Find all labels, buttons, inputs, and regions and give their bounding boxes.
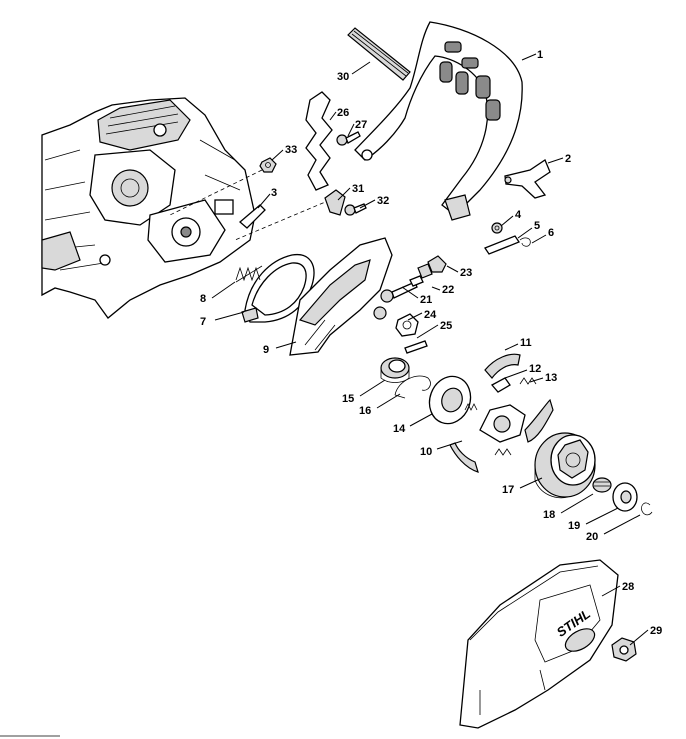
callout-33: 33 — [285, 144, 297, 156]
part-14-disc — [428, 375, 472, 425]
part-26-bracket — [305, 91, 333, 191]
part-9-inner-cover — [289, 237, 393, 356]
callout-6: 6 — [548, 227, 554, 239]
part-29-nut — [611, 637, 637, 662]
part-5-link — [484, 235, 520, 255]
part-22-bolt — [409, 263, 433, 287]
callout-1: 1 — [537, 49, 543, 61]
callout-14: 14 — [393, 423, 406, 435]
part-23-nut — [427, 255, 447, 273]
callout-17: 17 — [502, 484, 514, 496]
part-25-pin — [404, 340, 428, 354]
part-15-brake-drum — [380, 357, 410, 383]
callout-16: 16 — [359, 405, 371, 417]
part-32-screw — [344, 203, 367, 216]
part-31-clip — [324, 189, 346, 216]
part-4-washer — [491, 222, 503, 234]
callout-25: 25 — [440, 320, 452, 332]
part-6-clip — [519, 237, 531, 247]
callout-3: 3 — [271, 187, 277, 199]
part-24-tensioner — [373, 306, 419, 337]
part-18-needle-bearing — [592, 477, 612, 493]
callout-5: 5 — [534, 220, 540, 232]
part-11-clutch-shoe — [484, 353, 521, 379]
part-17-clutch-drum — [534, 432, 596, 499]
part-1-hand-guard — [354, 21, 523, 221]
part-8-spring — [235, 265, 263, 283]
callout-8: 8 — [200, 293, 206, 305]
part-28-sprocket-cover — [459, 559, 619, 729]
callout-19: 19 — [568, 520, 580, 532]
callout-13: 13 — [545, 372, 557, 384]
callout-18: 18 — [543, 509, 555, 521]
part-3-pin — [238, 204, 266, 229]
callout-2: 2 — [565, 153, 571, 165]
part-33-nut — [259, 157, 277, 173]
engine-housing — [41, 97, 256, 319]
part-10-clutch — [449, 398, 554, 473]
part-13-spring — [519, 377, 537, 385]
callout-29: 29 — [650, 625, 662, 637]
part-20-e-clip — [641, 502, 653, 516]
part-19-washer — [612, 482, 638, 512]
callout-10: 10 — [420, 446, 432, 458]
callout-32: 32 — [377, 195, 389, 207]
callout-28: 28 — [622, 581, 634, 593]
callout-23: 23 — [460, 267, 472, 279]
callout-24: 24 — [424, 309, 437, 321]
leader-lines — [211, 53, 649, 646]
callout-22: 22 — [442, 284, 454, 296]
callout-15: 15 — [342, 393, 354, 405]
callout-4: 4 — [515, 209, 522, 221]
callout-26: 26 — [337, 107, 349, 119]
callout-labels: 1 2 3 4 5 6 7 8 9 10 11 12 13 14 15 16 1… — [200, 49, 662, 637]
part-2-lever — [504, 159, 551, 199]
part-7-brake-band — [241, 253, 315, 323]
callout-21: 21 — [420, 294, 432, 306]
callout-12: 12 — [529, 363, 541, 375]
callout-7: 7 — [200, 316, 206, 328]
callout-27: 27 — [355, 119, 367, 131]
callout-11: 11 — [520, 337, 532, 349]
part-30-grip-pad — [347, 27, 411, 81]
callout-20: 20 — [586, 531, 598, 543]
part-12-clip — [490, 377, 511, 393]
callout-31: 31 — [352, 183, 364, 195]
part-16-wire-spring — [394, 375, 431, 399]
callout-30: 30 — [337, 71, 349, 83]
part-21-screw — [380, 281, 418, 303]
callout-9: 9 — [263, 344, 269, 356]
part-27-screw — [336, 131, 361, 146]
